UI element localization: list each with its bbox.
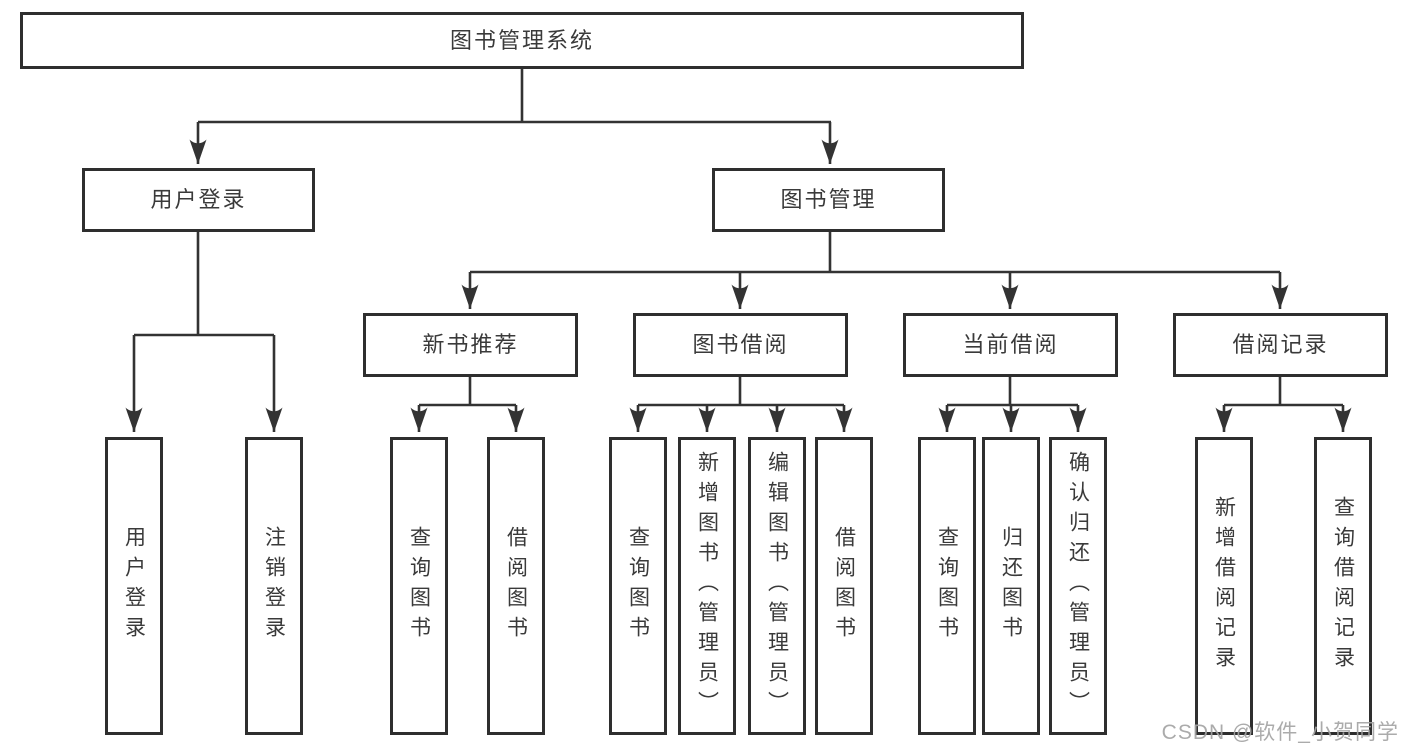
leaf-add-borrow-record: 新增借阅记录 — [1195, 437, 1253, 735]
node-label: 注销登录 — [262, 526, 286, 646]
leaf-return-books: 归还图书 — [982, 437, 1040, 735]
connector-book-mgmt — [470, 232, 1280, 274]
node-label: 查询图书 — [935, 526, 959, 646]
connector-borrow-records — [1224, 377, 1343, 407]
csdn-watermark: CSDN @软件_小贺同学 — [1161, 721, 1399, 744]
node-label: 用户登录 — [122, 526, 146, 646]
node-user-login: 用户登录 — [82, 168, 315, 232]
node-borrowing-records: 借阅记录 — [1173, 313, 1388, 377]
leaf-confirm-return-admin: 确认归还（管理员） — [1049, 437, 1107, 735]
leaf-user-login: 用户登录 — [105, 437, 163, 735]
node-label: 查询图书 — [626, 526, 650, 646]
node-book-management: 图书管理 — [712, 168, 945, 232]
connector-root — [198, 69, 831, 124]
leaf-add-books-admin: 新增图书（管理员） — [678, 437, 736, 735]
leaf-borrow-books-2: 借阅图书 — [815, 437, 873, 735]
leaf-borrow-books-1: 借阅图书 — [487, 437, 545, 735]
node-label: 新增图书（管理员） — [695, 451, 719, 721]
node-label: 查询图书 — [407, 526, 431, 646]
connector-user-login — [134, 232, 274, 337]
connector-book-borrow — [638, 377, 844, 407]
node-current-borrowing: 当前借阅 — [903, 313, 1118, 377]
node-label: 新增借阅记录 — [1212, 496, 1236, 676]
node-new-book-recommendation: 新书推荐 — [363, 313, 578, 377]
node-label: 归还图书 — [999, 526, 1023, 646]
node-library-system: 图书管理系统 — [20, 12, 1024, 69]
leaf-edit-books-admin: 编辑图书（管理员） — [748, 437, 806, 735]
leaf-query-borrow-record: 查询借阅记录 — [1314, 437, 1372, 735]
node-label: 图书借阅 — [692, 332, 789, 357]
leaf-query-books-2: 查询图书 — [609, 437, 667, 735]
node-label: 编辑图书（管理员） — [765, 451, 789, 721]
node-label: 图书管理 — [780, 187, 877, 212]
leaf-query-books-3: 查询图书 — [918, 437, 976, 735]
node-label: 用户登录 — [150, 187, 247, 212]
connector-new-book-rec — [419, 377, 516, 407]
node-label: 图书管理系统 — [449, 27, 594, 53]
node-label: 借阅图书 — [832, 526, 856, 646]
node-book-borrowing: 图书借阅 — [633, 313, 848, 377]
node-label: 确认归还（管理员） — [1066, 451, 1090, 721]
node-label: 借阅图书 — [504, 526, 528, 646]
leaf-query-books-1: 查询图书 — [390, 437, 448, 735]
connector-current-borrow — [947, 377, 1078, 407]
node-label: 借阅记录 — [1232, 332, 1329, 357]
node-label: 当前借阅 — [962, 332, 1059, 357]
leaf-logout: 注销登录 — [245, 437, 303, 735]
node-label: 新书推荐 — [422, 332, 519, 357]
node-label: 查询借阅记录 — [1331, 496, 1355, 676]
